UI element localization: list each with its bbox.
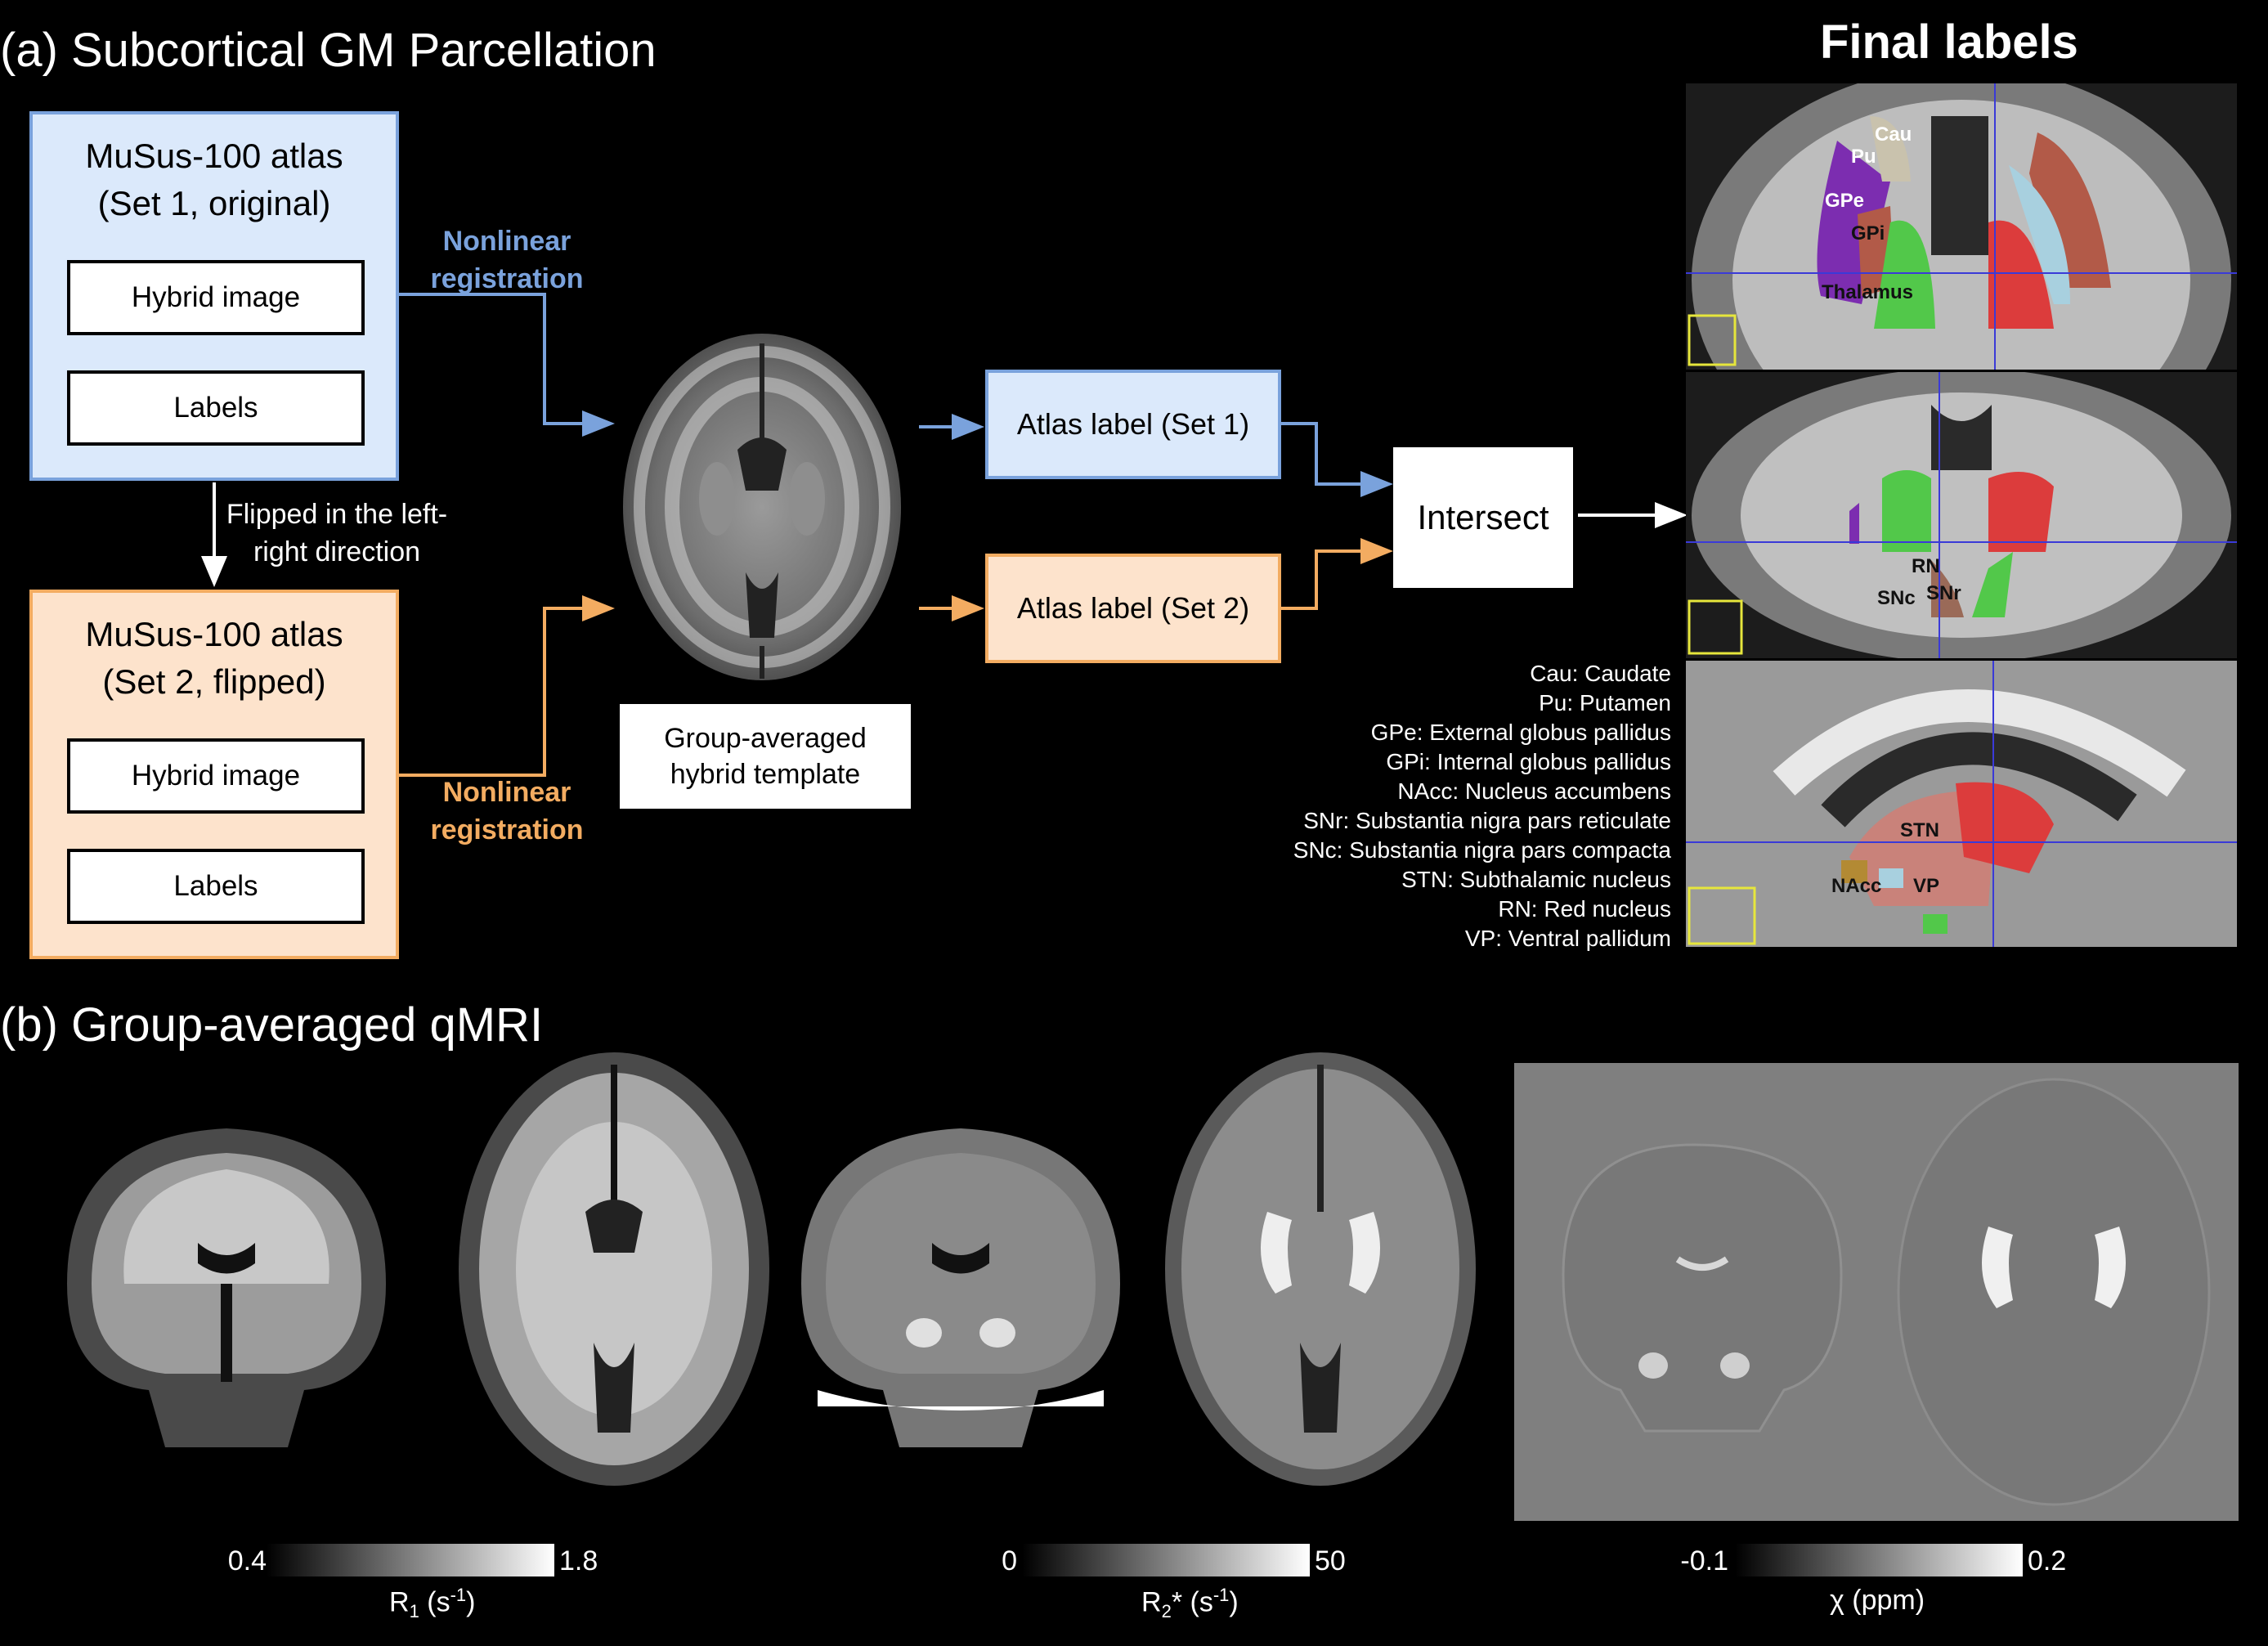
template-label-line1: Group-averaged [664, 723, 867, 754]
legend-item: RN: Red nucleus [1498, 896, 1671, 922]
reg2-line1: Nonlinear [442, 777, 571, 808]
legend-item: NAcc: Nucleus accumbens [1397, 778, 1671, 804]
r1-coronal-image [67, 1128, 386, 1447]
panel-b-heading: (b) Group-averaged qMRI [0, 998, 544, 1052]
colorbar-r2star-label: R2* (s-1) [1141, 1585, 1239, 1622]
abbreviation-legend: Cau: Caudate Pu: Putamen GPe: External g… [1293, 659, 1671, 953]
atlas-set1-title-line1: MuSus-100 atlas [85, 137, 343, 175]
slice-coronal [1686, 372, 2237, 658]
colorbar-r1 [267, 1544, 554, 1576]
panel-a-heading: (a) Subcortical GM Parcellation [0, 24, 657, 77]
atlas-set1-title: MuSus-100 atlas (Set 1, original) [33, 132, 396, 227]
tag-rn: RN [1912, 555, 1940, 577]
r2-label-sub: 2 [1161, 1601, 1172, 1622]
r2star-coronal-image [801, 1128, 1120, 1447]
reg1-line1: Nonlinear [442, 226, 571, 257]
legend-item: GPi: Internal globus pallidus [1386, 749, 1671, 774]
flip-text-line1: Flipped in the left- [226, 499, 448, 530]
legend-item: VP: Ventral pallidum [1464, 926, 1671, 951]
intersect-box: Intersect [1393, 447, 1573, 588]
tag-snc: SNc [1877, 587, 1916, 609]
atlas-set2-hybrid-image: Hybrid image [67, 738, 365, 814]
tag-gpi: GPi [1851, 222, 1885, 244]
atlas-set1-title-line2: (Set 1, original) [97, 184, 331, 222]
atlas-set2-title-line2: (Set 2, flipped) [102, 662, 326, 701]
atlas-set2-title: MuSus-100 atlas (Set 2, flipped) [33, 611, 396, 706]
tag-stn: STN [1900, 819, 1939, 841]
tag-gpe: GPe [1825, 190, 1865, 212]
r1-axial-image [459, 1052, 769, 1486]
r2-label-rest: * (s [1171, 1586, 1213, 1618]
reg1-line2: registration [430, 263, 584, 294]
r1-label-main: R [389, 1586, 410, 1618]
registration-label-orange: Nonlinear registration [417, 774, 597, 849]
atlas-set1-box: MuSus-100 atlas (Set 1, original) Hybrid… [29, 111, 399, 481]
hybrid-template-brain [623, 334, 901, 680]
final-labels-heading: Final labels [1820, 16, 2078, 69]
flip-text: Flipped in the left- right direction [214, 496, 459, 571]
colorbar-chi-max: 0.2 [2028, 1545, 2067, 1576]
colorbar-r2star [1022, 1544, 1310, 1576]
tag-thalamus: Thalamus [1822, 281, 1914, 303]
colorbar-r1-max: 1.8 [559, 1545, 598, 1576]
colorbar-chi-min: -0.1 [1680, 1545, 1728, 1576]
atlas-label-set2: Atlas label (Set 2) [985, 554, 1281, 663]
flip-text-line2: right direction [253, 536, 421, 567]
colorbar-chi-label: χ (ppm) [1830, 1585, 1925, 1617]
atlas-set1-hybrid-image: Hybrid image [67, 260, 365, 335]
tag-vp: VP [1913, 875, 1940, 897]
atlas-label-set1: Atlas label (Set 1) [985, 370, 1281, 479]
legend-item: Pu: Putamen [1539, 690, 1671, 715]
colorbar-r1-min: 0.4 [227, 1545, 267, 1576]
tag-nacc: NAcc [1831, 875, 1882, 897]
r1-label-sup: -1 [450, 1585, 467, 1605]
atlas-set2-labels: Labels [67, 849, 365, 924]
r1-label-sub: 1 [409, 1601, 419, 1622]
legend-item: STN: Subthalamic nucleus [1401, 867, 1671, 892]
colorbar-r2star-max: 50 [1315, 1545, 1346, 1576]
tag-pu: Pu [1851, 146, 1876, 168]
r1-label-end: ) [466, 1586, 476, 1618]
template-label-line2: hybrid template [670, 759, 861, 790]
registration-label-blue: Nonlinear registration [417, 222, 597, 298]
r2-label-sup: -1 [1212, 1585, 1230, 1605]
slice-sagittal [1686, 661, 2237, 947]
atlas-set2-box: MuSus-100 atlas (Set 2, flipped) Hybrid … [29, 590, 399, 959]
legend-item: Cau: Caudate [1530, 661, 1671, 686]
atlas-set2-title-line1: MuSus-100 atlas [85, 615, 343, 653]
tag-cau: Cau [1875, 123, 1912, 146]
r1-label-rest: (s [419, 1586, 450, 1618]
chi-label-main: χ (ppm) [1830, 1585, 1925, 1616]
r2-label-end: ) [1229, 1586, 1239, 1618]
slice-axial [1686, 83, 2237, 370]
colorbar-r2star-min: 0 [1002, 1545, 1017, 1576]
tag-snr: SNr [1926, 582, 1961, 604]
r2-label-main: R [1141, 1586, 1162, 1618]
legend-item: SNc: Substantia nigra pars compacta [1293, 837, 1671, 863]
atlas-set1-labels: Labels [67, 370, 365, 446]
template-label: Group-averaged hybrid template [620, 704, 911, 809]
legend-item: SNr: Substantia nigra pars reticulate [1303, 808, 1671, 833]
colorbar-chi [1735, 1544, 2023, 1576]
qsm-images [1514, 1063, 2239, 1521]
legend-item: GPe: External globus pallidus [1370, 720, 1671, 745]
colorbar-r1-label: R1 (s-1) [389, 1585, 475, 1622]
r2star-axial-image [1165, 1052, 1476, 1486]
reg2-line2: registration [430, 814, 584, 845]
